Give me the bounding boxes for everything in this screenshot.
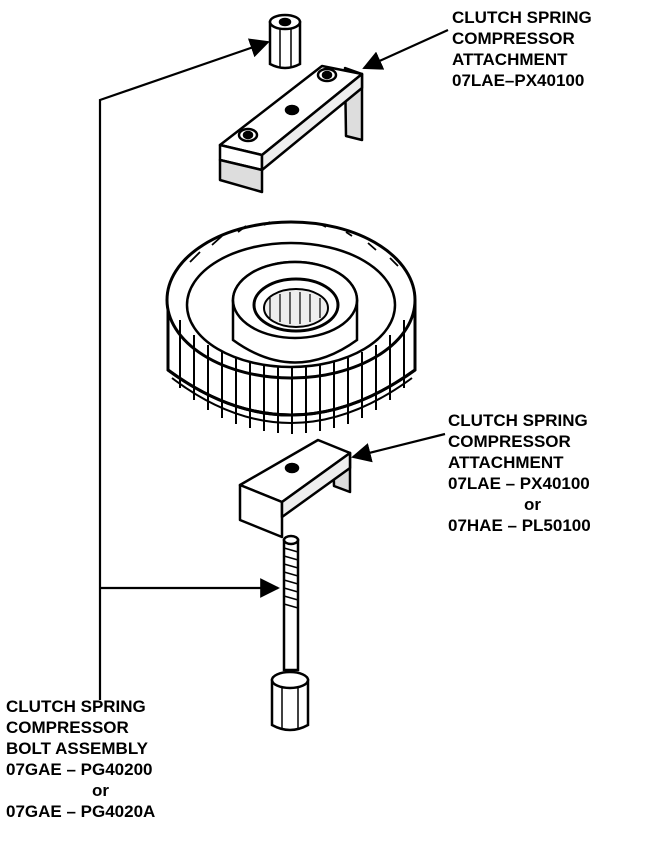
leader-lines	[98, 28, 449, 700]
label-line: CLUTCH SPRING	[6, 697, 146, 716]
top-hex-nut	[268, 13, 302, 70]
label-line: BOLT ASSEMBLY	[6, 739, 148, 758]
part-number: 07LAE – PX40100	[448, 474, 590, 493]
label-line: COMPRESSOR	[448, 432, 571, 451]
bottom-attachment-label: CLUTCH SPRING COMPRESSOR ATTACHMENT 07LA…	[448, 410, 591, 536]
label-line: COMPRESSOR	[452, 29, 575, 48]
or-separator: or	[524, 495, 541, 514]
or-separator: or	[92, 781, 109, 800]
bolt-assembly-label: CLUTCH SPRING COMPRESSOR BOLT ASSEMBLY 0…	[6, 696, 155, 822]
part-number: 07GAE – PG40200	[6, 760, 153, 779]
label-line: ATTACHMENT	[452, 50, 568, 69]
bolt-assembly	[270, 534, 310, 732]
label-line: CLUTCH SPRING	[448, 411, 588, 430]
alt-part-number: 07HAE – PL50100	[448, 516, 591, 535]
label-line: COMPRESSOR	[6, 718, 129, 737]
label-line: CLUTCH SPRING	[452, 8, 592, 27]
bottom-attachment-bracket	[238, 438, 352, 539]
part-number: 07LAE–PX40100	[452, 71, 585, 90]
label-line: ATTACHMENT	[448, 453, 564, 472]
alt-part-number: 07GAE – PG4020A	[6, 802, 156, 821]
top-attachment-bracket	[218, 64, 364, 194]
clutch-drum	[165, 220, 417, 434]
top-attachment-label: CLUTCH SPRING COMPRESSOR ATTACHMENT 07LA…	[452, 7, 592, 91]
